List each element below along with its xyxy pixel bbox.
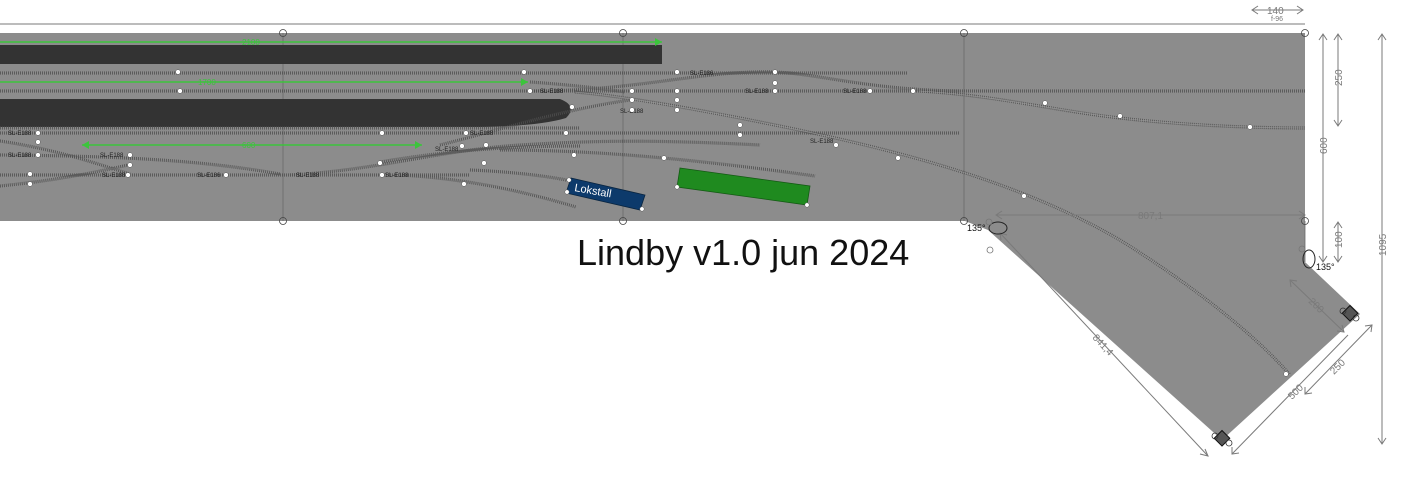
board-markers [279,29,1309,225]
turnout-label: SL-E188 [385,173,409,179]
dim-right-small: 100 [1334,231,1345,248]
dimension-lines [0,5,1387,457]
platforms [0,45,662,127]
track-10 [0,163,129,188]
turnout-label: SL-E188 [745,89,769,95]
length-label: 2100 [242,38,260,47]
track-16 [499,148,816,178]
turnout-label: SL-E186 [197,173,221,179]
turnout-label: SL-E188 [296,173,320,179]
track-13 [439,98,631,147]
platform-upper [0,45,662,64]
green-building [674,167,811,208]
track-11 [289,139,761,177]
lokstall: Lokstall [564,177,646,212]
track-9 [0,139,131,176]
dim-top-width-sub: f-96 [1271,16,1283,23]
turnout-label: SL-E188 [470,131,494,137]
angle-left: 135° [967,223,986,233]
turnout-label: SL-E188 [100,153,124,159]
turnout-label: SL-E188 [540,89,564,95]
track-14 [399,173,577,209]
turnout-label: SL-E188 [8,131,32,137]
dim-inner-width: 807,1 [1138,211,1163,222]
turnout-label: SL-E186 [690,71,714,77]
length-markers [0,38,662,149]
turnout-label: SL-E188 [810,139,834,145]
turnout-label: SL-E188 [102,173,126,179]
track-3 [529,70,961,93]
dim-right-mid: 600 [1319,137,1330,154]
dim-corner-side: 250 [1328,357,1348,377]
length-label: 600 [242,141,256,150]
dim-top-width: 140 [1267,6,1284,17]
angle-right: 135° [1316,262,1335,272]
track-joints [27,69,1289,377]
dim-corner-long: 500 [1286,382,1306,402]
dim-right-upper: 250 [1334,69,1345,86]
length-label: 1700 [198,78,216,87]
turnout-label: SL-E188 [435,147,459,153]
plan-title: Lindby v1.0 jun 2024 [577,232,909,273]
dim-overall-height: 1095 [1378,233,1389,256]
track-12 [379,144,581,164]
baseboard-corner [965,221,1360,440]
turnout-label: SL-E188 [843,89,867,95]
corner-markers: 135° 135° [967,218,1360,447]
platform-lower [0,99,571,127]
turnout-label: SL-E188 [8,153,32,159]
